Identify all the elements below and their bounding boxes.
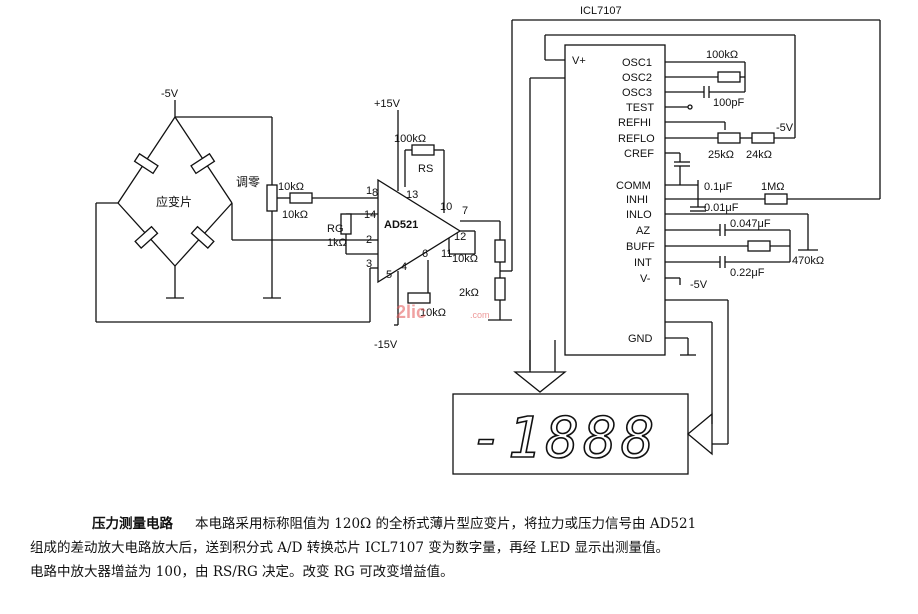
pin-1: 1 — [366, 185, 372, 197]
label-buff-r: 470kΩ — [792, 255, 824, 267]
pin-buff: BUFF — [626, 241, 655, 253]
label-r-zero1: 10kΩ — [278, 181, 304, 193]
label-rg: RG — [327, 223, 344, 235]
label-pos15: +15V — [374, 98, 401, 110]
label-rg-val: 1kΩ — [327, 237, 347, 249]
circuit-diagram: -5V 应变片 调零 10kΩ 10kΩ +15V -15V 100kΩ RS … — [95, 5, 881, 475]
label-ref-pot: 25kΩ — [708, 149, 734, 161]
strain-gauge-bridge — [117, 100, 272, 299]
watermark: 2lic — [396, 302, 426, 322]
label-r-offset: 10kΩ — [420, 307, 446, 319]
pin-4: 4 — [401, 261, 407, 273]
led-display — [452, 299, 729, 475]
zero-pot — [95, 117, 378, 323]
pin-vminus: V- — [640, 273, 651, 285]
label-neg5-v: -5V — [690, 279, 708, 291]
label-osc-c: 100pF — [713, 97, 744, 109]
schematic-svg: -5V 应变片 调零 10kΩ 10kΩ +15V -15V 100kΩ RS … — [95, 5, 881, 475]
caption-line2: 组成的差动放大电路放大后，送到积分式 A/D 转换芯片 ICL7107 变为数字… — [30, 540, 669, 556]
caption: 压力测量电路 本电路采用标称阻值为 120Ω 的全桥式薄片型应变片，将拉力或压力信… — [30, 512, 912, 584]
caption-line3: 电路中放大器增益为 100，由 RS/RG 决定。改变 RG 可改变增益值。 — [30, 564, 454, 580]
label-ad521: AD521 — [384, 219, 418, 231]
label-r-2k: 2kΩ — [459, 287, 479, 299]
caption-text1: 本电路采用标称阻值为 120Ω 的全桥式薄片型应变片，将拉力或压力信号由 AD5… — [195, 516, 697, 532]
pin-int: INT — [634, 257, 652, 269]
pin-osc3: OSC3 — [622, 87, 652, 99]
pin-cref: CREF — [624, 148, 654, 160]
display-digits: -1888 — [469, 405, 659, 472]
pin-11: 11 — [441, 248, 452, 260]
label-r-fb: 100kΩ — [394, 133, 426, 145]
label-comm-c: 0.1μF — [704, 181, 733, 193]
pin-inhi: INHI — [626, 194, 648, 206]
pin-13: 13 — [406, 189, 418, 201]
label-neg5-top: -5V — [161, 88, 179, 100]
label-ref-neg5: -5V — [776, 122, 794, 134]
pin-8: 8 — [372, 187, 378, 199]
caption-title: 压力测量电路 — [92, 516, 173, 532]
pin-14: 14 — [364, 209, 376, 221]
pin-2: 2 — [366, 234, 372, 246]
pin-5: 5 — [386, 269, 392, 281]
label-r-zero2: 10kΩ — [282, 209, 308, 221]
pin-az: AZ — [636, 225, 650, 237]
pin-12: 12 — [454, 231, 466, 243]
caption-line1: 压力测量电路 本电路采用标称阻值为 120Ω 的全桥式薄片型应变片，将拉力或压力信… — [92, 512, 912, 536]
label-strain-gauge: 应变片 — [156, 194, 192, 209]
ad521-amp — [340, 19, 881, 326]
pin-6: 6 — [422, 248, 428, 260]
pin-osc2: OSC2 — [622, 72, 652, 84]
label-zero: 调零 — [236, 175, 260, 189]
label-r-out: 10kΩ — [452, 253, 478, 265]
pin-comm: COMM — [616, 180, 651, 192]
pin-10: 10 — [440, 201, 452, 213]
pin-osc1: OSC1 — [622, 57, 652, 69]
pin-test: TEST — [626, 102, 654, 114]
label-az-c: 0.047μF — [730, 218, 771, 230]
label-neg15: -15V — [374, 339, 398, 351]
watermark-sub: .com — [470, 310, 490, 320]
label-in-r: 1MΩ — [761, 181, 785, 193]
pin-reflo: REFLO — [618, 133, 655, 145]
display-text: -1888 — [470, 406, 659, 471]
label-osc-r: 100kΩ — [706, 49, 738, 61]
pin-3: 3 — [366, 258, 372, 270]
label-int-c: 0.22μF — [730, 267, 765, 279]
icl7107-chip — [529, 34, 880, 370]
pin-vplus: V+ — [572, 55, 586, 67]
pin-7: 7 — [462, 205, 468, 217]
pin-gnd: GND — [628, 333, 653, 345]
label-ref-r: 24kΩ — [746, 149, 772, 161]
label-icl7107: ICL7107 — [580, 5, 622, 17]
label-rs: RS — [418, 163, 433, 175]
label-in-c: 0.01μF — [704, 202, 739, 214]
pin-inlo: INLO — [626, 209, 652, 221]
pin-refhi: REFHI — [618, 117, 651, 129]
